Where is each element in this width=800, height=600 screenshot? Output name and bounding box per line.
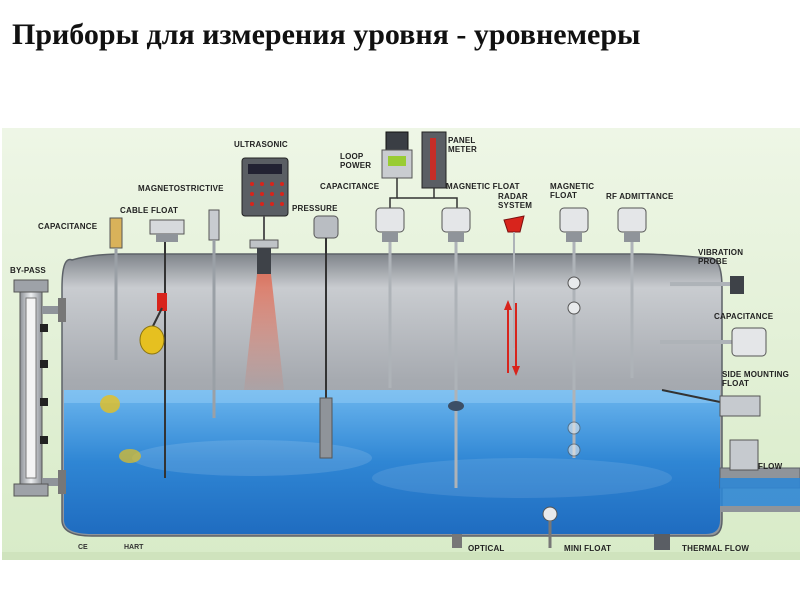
label-capacitance-right: CAPACITANCE [714, 312, 774, 321]
tank-illustration [2, 128, 800, 560]
label-vibration-probe: VIBRATION PROBE [698, 248, 744, 266]
slide-title: Приборы для измерения уровня - уровнемер… [12, 18, 641, 51]
label-thermal-flow: THERMAL FLOW [682, 544, 750, 553]
label-side-mounting-float: SIDE MOUNTING FLOAT [722, 370, 790, 388]
label-mini-float: MINI FLOAT [564, 544, 612, 553]
cert-ce: CE [78, 544, 88, 551]
label-magnetic-float-2: MAGNETIC FLOAT [550, 182, 595, 200]
label-capacitance-left: CAPACITANCE [38, 222, 98, 231]
radar-arrow-icon [504, 300, 520, 376]
label-panel-meter: PANEL METER [448, 136, 477, 154]
label-pressure: PRESSURE [292, 204, 338, 213]
label-radar-system: RADAR SYSTEM [498, 192, 533, 210]
level-instruments-diagram: ULTRASONIC LOOP POWER PANEL METER MAGNET… [2, 128, 800, 560]
label-magnetic-float: MAGNETIC FLOAT [446, 182, 520, 191]
label-by-pass: BY-PASS [10, 266, 46, 275]
label-flow: FLOW [758, 462, 783, 471]
cert-hart: HART [124, 544, 144, 551]
label-magnetostrictive: MAGNETOSTRICTIVE [138, 184, 224, 193]
label-optical: OPTICAL [468, 544, 505, 553]
label-cable-float: CABLE FLOAT [120, 206, 179, 215]
label-ultrasonic: ULTRASONIC [234, 140, 288, 149]
label-rf-admittance: RF ADMITTANCE [606, 192, 674, 201]
label-capacitance-top: CAPACITANCE [320, 182, 380, 191]
label-loop-power: LOOP POWER [340, 152, 372, 170]
